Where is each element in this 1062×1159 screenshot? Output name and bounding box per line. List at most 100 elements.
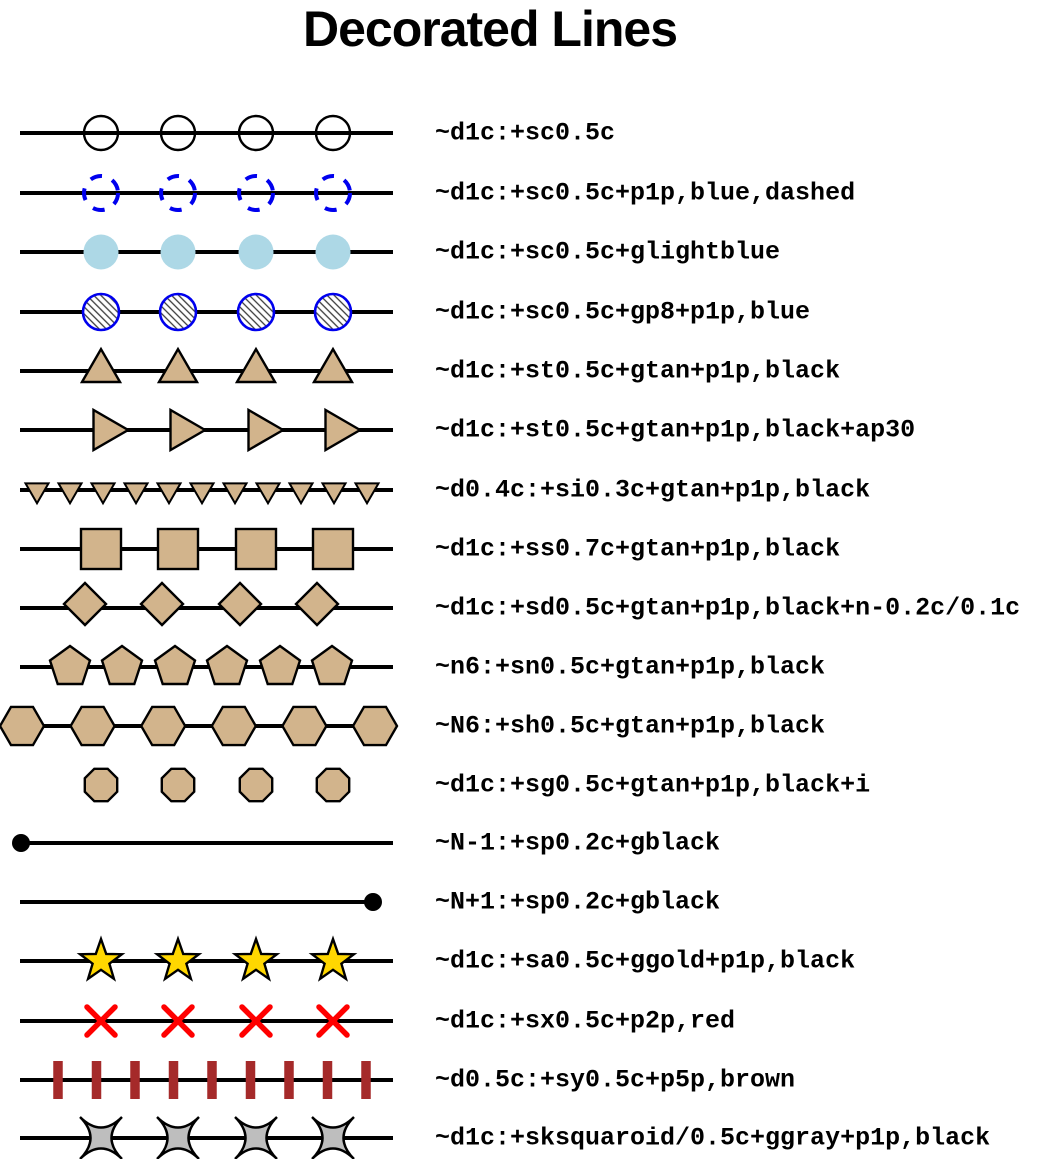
diamond-symbol bbox=[217, 581, 263, 627]
cross-symbol bbox=[84, 1004, 118, 1038]
hexagon-symbol bbox=[0, 705, 46, 747]
triangle-up-symbol bbox=[79, 346, 123, 384]
octagon-symbol bbox=[83, 767, 119, 803]
triangle-right-symbol bbox=[324, 407, 363, 453]
triangle-down-symbol bbox=[155, 482, 183, 506]
triangle-down-symbol bbox=[188, 482, 216, 506]
triangle-down-symbol bbox=[89, 482, 117, 506]
square-symbol bbox=[234, 527, 278, 571]
triangle-down-symbol bbox=[221, 482, 249, 506]
cross-symbol bbox=[316, 1004, 350, 1038]
hexagon-symbol bbox=[69, 705, 116, 747]
rows-graphics bbox=[0, 114, 399, 1159]
triangle-down-symbol bbox=[23, 482, 51, 506]
pentagon-symbol bbox=[153, 644, 197, 686]
decorated-line-row bbox=[20, 935, 393, 982]
decorated-line-row bbox=[83, 767, 351, 803]
decorated-line-row bbox=[20, 527, 393, 571]
decorated-line-row bbox=[20, 292, 393, 332]
row-label: ~d1c:+sc0.5c+p1p,blue,dashed bbox=[435, 178, 856, 208]
cross-symbol bbox=[161, 1004, 195, 1038]
pentagon-symbol bbox=[100, 644, 144, 686]
square-symbol bbox=[79, 527, 123, 571]
decorated-line-row bbox=[20, 1116, 393, 1159]
row-label: ~d1c:+st0.5c+gtan+p1p,black+ap30 bbox=[435, 415, 916, 445]
circle-symbol bbox=[236, 292, 276, 332]
row-label: ~d1c:+sg0.5c+gtan+p1p,black+i bbox=[435, 770, 871, 800]
pentagon-symbol bbox=[48, 644, 92, 686]
row-label: ~N6:+sh0.5c+gtan+p1p,black bbox=[435, 711, 826, 741]
row-label: ~d1c:+st0.5c+gtan+p1p,black bbox=[435, 356, 841, 386]
row-label: ~d1c:+sc0.5c+glightblue bbox=[435, 237, 781, 267]
figure-title: Decorated Lines bbox=[302, 1, 678, 57]
star-symbol bbox=[231, 935, 281, 982]
decorated-line-row bbox=[20, 644, 393, 686]
hexagon-symbol bbox=[351, 705, 399, 747]
decorated-line-row bbox=[20, 581, 393, 627]
pentagon-symbol bbox=[205, 644, 249, 686]
decorated-line-row bbox=[20, 893, 382, 911]
diamond-symbol bbox=[62, 581, 108, 627]
circle-symbol bbox=[82, 114, 120, 152]
squaroid-symbol bbox=[311, 1116, 355, 1159]
circle-symbol bbox=[315, 234, 351, 270]
row-label: ~d1c:+sx0.5c+p2p,red bbox=[435, 1006, 736, 1036]
decorated-line-row bbox=[20, 407, 393, 453]
circle-symbol bbox=[314, 174, 352, 212]
square-symbol bbox=[311, 527, 355, 571]
row-label: ~d1c:+ss0.7c+gtan+p1p,black bbox=[435, 534, 841, 564]
circle-symbol bbox=[237, 174, 275, 212]
octagon-symbol bbox=[238, 767, 274, 803]
star-symbol bbox=[308, 935, 358, 982]
circle-symbol bbox=[313, 292, 353, 332]
row-label: ~d1c:+sd0.5c+gtan+p1p,black+n-0.2c/0.1c bbox=[435, 593, 1021, 623]
pentagon-symbol bbox=[258, 644, 302, 686]
circle-symbol bbox=[238, 234, 274, 270]
squaroid-symbol bbox=[156, 1116, 200, 1159]
star-symbol bbox=[153, 935, 203, 982]
triangle-down-symbol bbox=[254, 482, 282, 506]
row-label: ~d1c:+sc0.5c+gp8+p1p,blue bbox=[435, 297, 811, 327]
pentagon-symbol bbox=[310, 644, 354, 686]
circle-symbol bbox=[82, 174, 120, 212]
decorated-line-row bbox=[20, 482, 393, 506]
squaroid-symbol bbox=[79, 1116, 123, 1159]
row-label: ~n6:+sn0.5c+gtan+p1p,black bbox=[435, 652, 826, 682]
row-label: ~d0.5c:+sy0.5c+p5p,brown bbox=[435, 1065, 796, 1095]
octagon-symbol bbox=[160, 767, 196, 803]
cross-symbol bbox=[239, 1004, 273, 1038]
triangle-right-symbol bbox=[247, 407, 286, 453]
row-label: ~N+1:+sp0.2c+gblack bbox=[435, 887, 721, 917]
hexagon-symbol bbox=[210, 705, 258, 747]
triangle-down-symbol bbox=[353, 482, 381, 506]
triangle-right-symbol bbox=[92, 407, 131, 453]
triangle-down-symbol bbox=[287, 482, 315, 506]
decorated-line-row bbox=[20, 234, 393, 270]
diamond-symbol bbox=[294, 581, 340, 627]
decorated-line-row bbox=[20, 1004, 393, 1038]
square-symbol bbox=[156, 527, 200, 571]
triangle-down-symbol bbox=[122, 482, 150, 506]
triangle-right-symbol bbox=[169, 407, 208, 453]
octagon-symbol bbox=[315, 767, 351, 803]
circle-symbol bbox=[159, 174, 197, 212]
diamond-symbol bbox=[139, 581, 185, 627]
decorated-line-row bbox=[0, 705, 399, 747]
circle-symbol bbox=[314, 114, 352, 152]
row-label: ~d1c:+sc0.5c bbox=[435, 118, 616, 148]
decorated-line-row bbox=[20, 1061, 393, 1099]
circle-symbol bbox=[81, 292, 121, 332]
triangle-down-symbol bbox=[320, 482, 348, 506]
circle-symbol bbox=[83, 234, 119, 270]
triangle-up-symbol bbox=[156, 346, 200, 384]
decorated-line-row bbox=[20, 174, 393, 212]
circle-symbol bbox=[158, 292, 198, 332]
row-label: ~d1c:+sksquaroid/0.5c+ggray+p1p,black bbox=[435, 1123, 991, 1153]
decorated-line-row bbox=[12, 834, 393, 852]
triangle-down-symbol bbox=[56, 482, 84, 506]
decorated-line-row bbox=[20, 114, 393, 152]
circle-symbol bbox=[159, 114, 197, 152]
hexagon-symbol bbox=[139, 705, 187, 747]
